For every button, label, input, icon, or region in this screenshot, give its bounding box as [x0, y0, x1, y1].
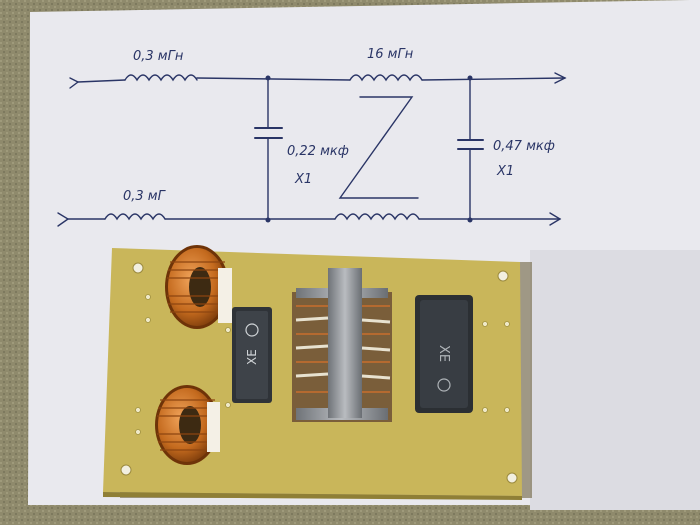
- inductor-bottom-left: [104, 213, 166, 221]
- label-cap2-value: 0,47 мкф: [493, 139, 555, 154]
- top-output-arrow: [554, 72, 567, 84]
- label-bottom-left-inductor: 0,3 мГ: [123, 189, 167, 204]
- toroid-top-clamp: [218, 268, 232, 323]
- mounting-holes: [120, 262, 518, 484]
- toroid-inductor-bottom: [155, 385, 219, 465]
- label-cap2-count: X1: [496, 164, 514, 179]
- capacitor-logo-icon: [245, 323, 259, 337]
- inductor-bottom-right: [334, 213, 420, 221]
- label-cap1-value: 0,22 мкф: [287, 144, 349, 159]
- label-cap1-count: X1: [294, 172, 312, 187]
- label-top-right-inductor: 16 мГн: [367, 47, 414, 62]
- common-mode-choke: [292, 268, 392, 422]
- toroid-inductor-top: [165, 245, 229, 329]
- bottom-output-arrow: [549, 212, 562, 226]
- capacitor-large-logo-icon: [437, 378, 451, 392]
- label-top-left-inductor: 0,3 мГн: [133, 49, 184, 64]
- paper-shadow: [530, 250, 700, 510]
- schematic-junctions: [265, 75, 473, 223]
- capacitor-small-marking: XE: [245, 349, 259, 365]
- top-wire-left: [77, 79, 126, 83]
- capacitor-large-marking: XE: [436, 345, 451, 362]
- film-capacitor-small: XE: [232, 307, 272, 403]
- coupling-z-mark: [338, 96, 419, 199]
- schematic: [57, 72, 567, 227]
- pcb-edge-shade: [103, 492, 522, 500]
- inductor-top-right: [349, 74, 423, 82]
- inductor-top-left: [124, 74, 198, 82]
- top-wire-right: [421, 77, 566, 81]
- pcb-board: XE: [103, 245, 532, 500]
- film-capacitor-large: XE: [415, 295, 473, 413]
- pad-holes: [135, 294, 510, 435]
- toroid-bottom-clamp: [207, 402, 220, 452]
- top-wire-mid: [196, 77, 351, 81]
